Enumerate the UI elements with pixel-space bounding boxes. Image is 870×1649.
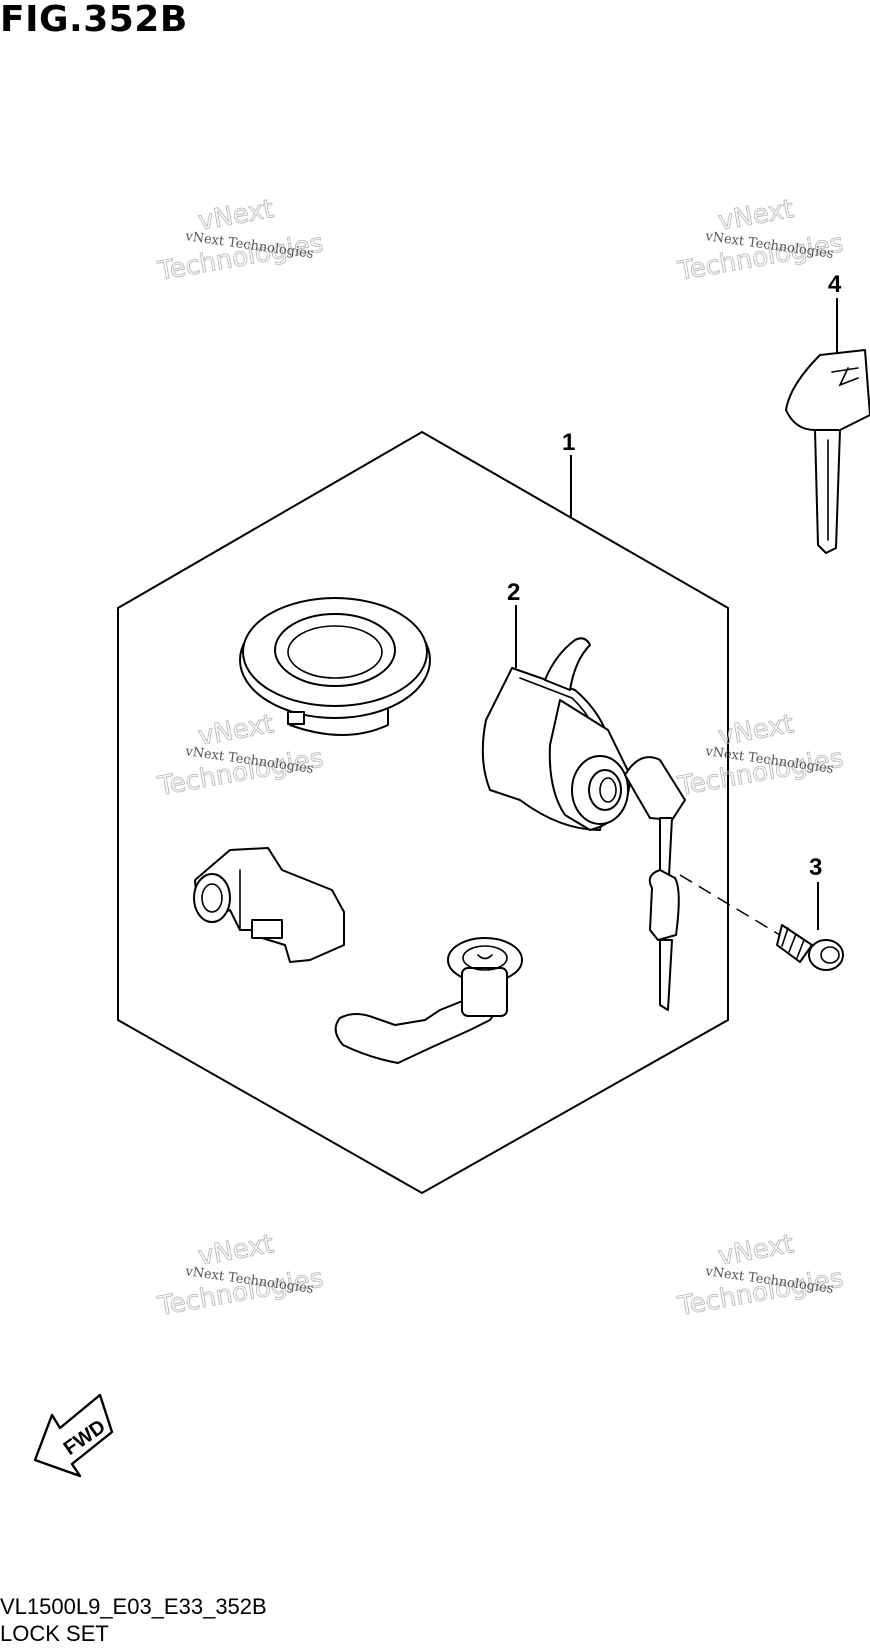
fwd-arrow-icon: FWD [33, 1393, 114, 1478]
main-lock-part [481, 637, 686, 1011]
watermark-top-right: vNext Technologies vNext Technologies [675, 194, 847, 288]
latch-bracket-part [193, 847, 345, 963]
callout-2[interactable]: 2 [507, 579, 520, 606]
watermark-top-left: vNext Technologies vNext Technologies [155, 194, 327, 288]
seat-lock-lever-part [334, 937, 523, 1064]
svg-text:vNext: vNext [196, 709, 276, 752]
svg-text:vNext: vNext [196, 1229, 276, 1272]
cap-part [239, 597, 431, 736]
set-outline-hexagon [117, 430, 729, 1195]
svg-text:vNext: vNext [196, 194, 276, 237]
callout-4[interactable]: 4 [828, 271, 842, 298]
svg-text:vNext: vNext [716, 1229, 796, 1272]
svg-text:vNext: vNext [716, 194, 796, 237]
watermark-bottom-right: vNext Technologies vNext Technologies [675, 1229, 847, 1323]
figure-code: VL1500L9_E03_E33_352B [0, 1594, 267, 1619]
figure-title: FIG.352B [0, 0, 188, 40]
figure-name: LOCK SET [0, 1621, 109, 1646]
callout-3[interactable]: 3 [809, 854, 822, 881]
watermark-mid-right: vNext Technologies vNext Technologies [675, 709, 847, 803]
callout-1[interactable]: 1 [562, 429, 575, 456]
watermark-bottom-left: vNext Technologies vNext Technologies [155, 1229, 327, 1323]
screw-part [776, 924, 844, 971]
screw-leader-dashed [679, 874, 781, 936]
key-part [785, 349, 870, 554]
